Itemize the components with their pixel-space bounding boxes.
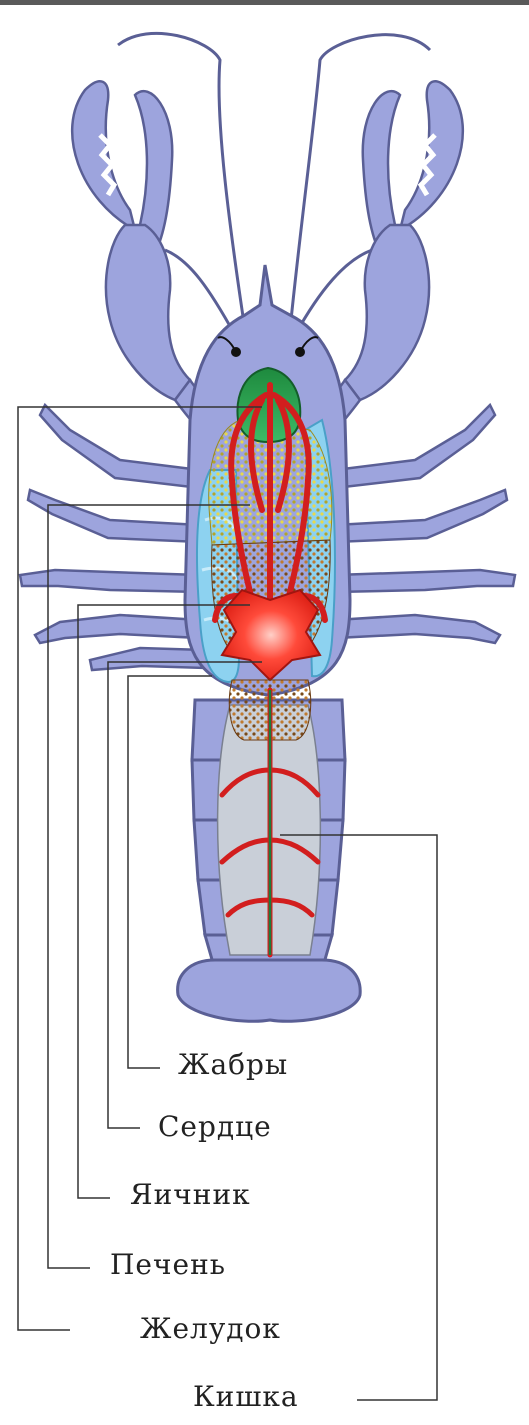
- label-liver: Печень: [110, 1248, 226, 1281]
- tail-fan: [178, 960, 361, 1021]
- label-intestine: Кишка: [193, 1380, 299, 1413]
- label-heart: Сердце: [158, 1110, 272, 1143]
- label-ovary: Яичник: [130, 1178, 251, 1211]
- label-gills: Жабры: [178, 1048, 288, 1081]
- label-stomach: Желудок: [140, 1312, 281, 1345]
- right-legs: [335, 405, 515, 643]
